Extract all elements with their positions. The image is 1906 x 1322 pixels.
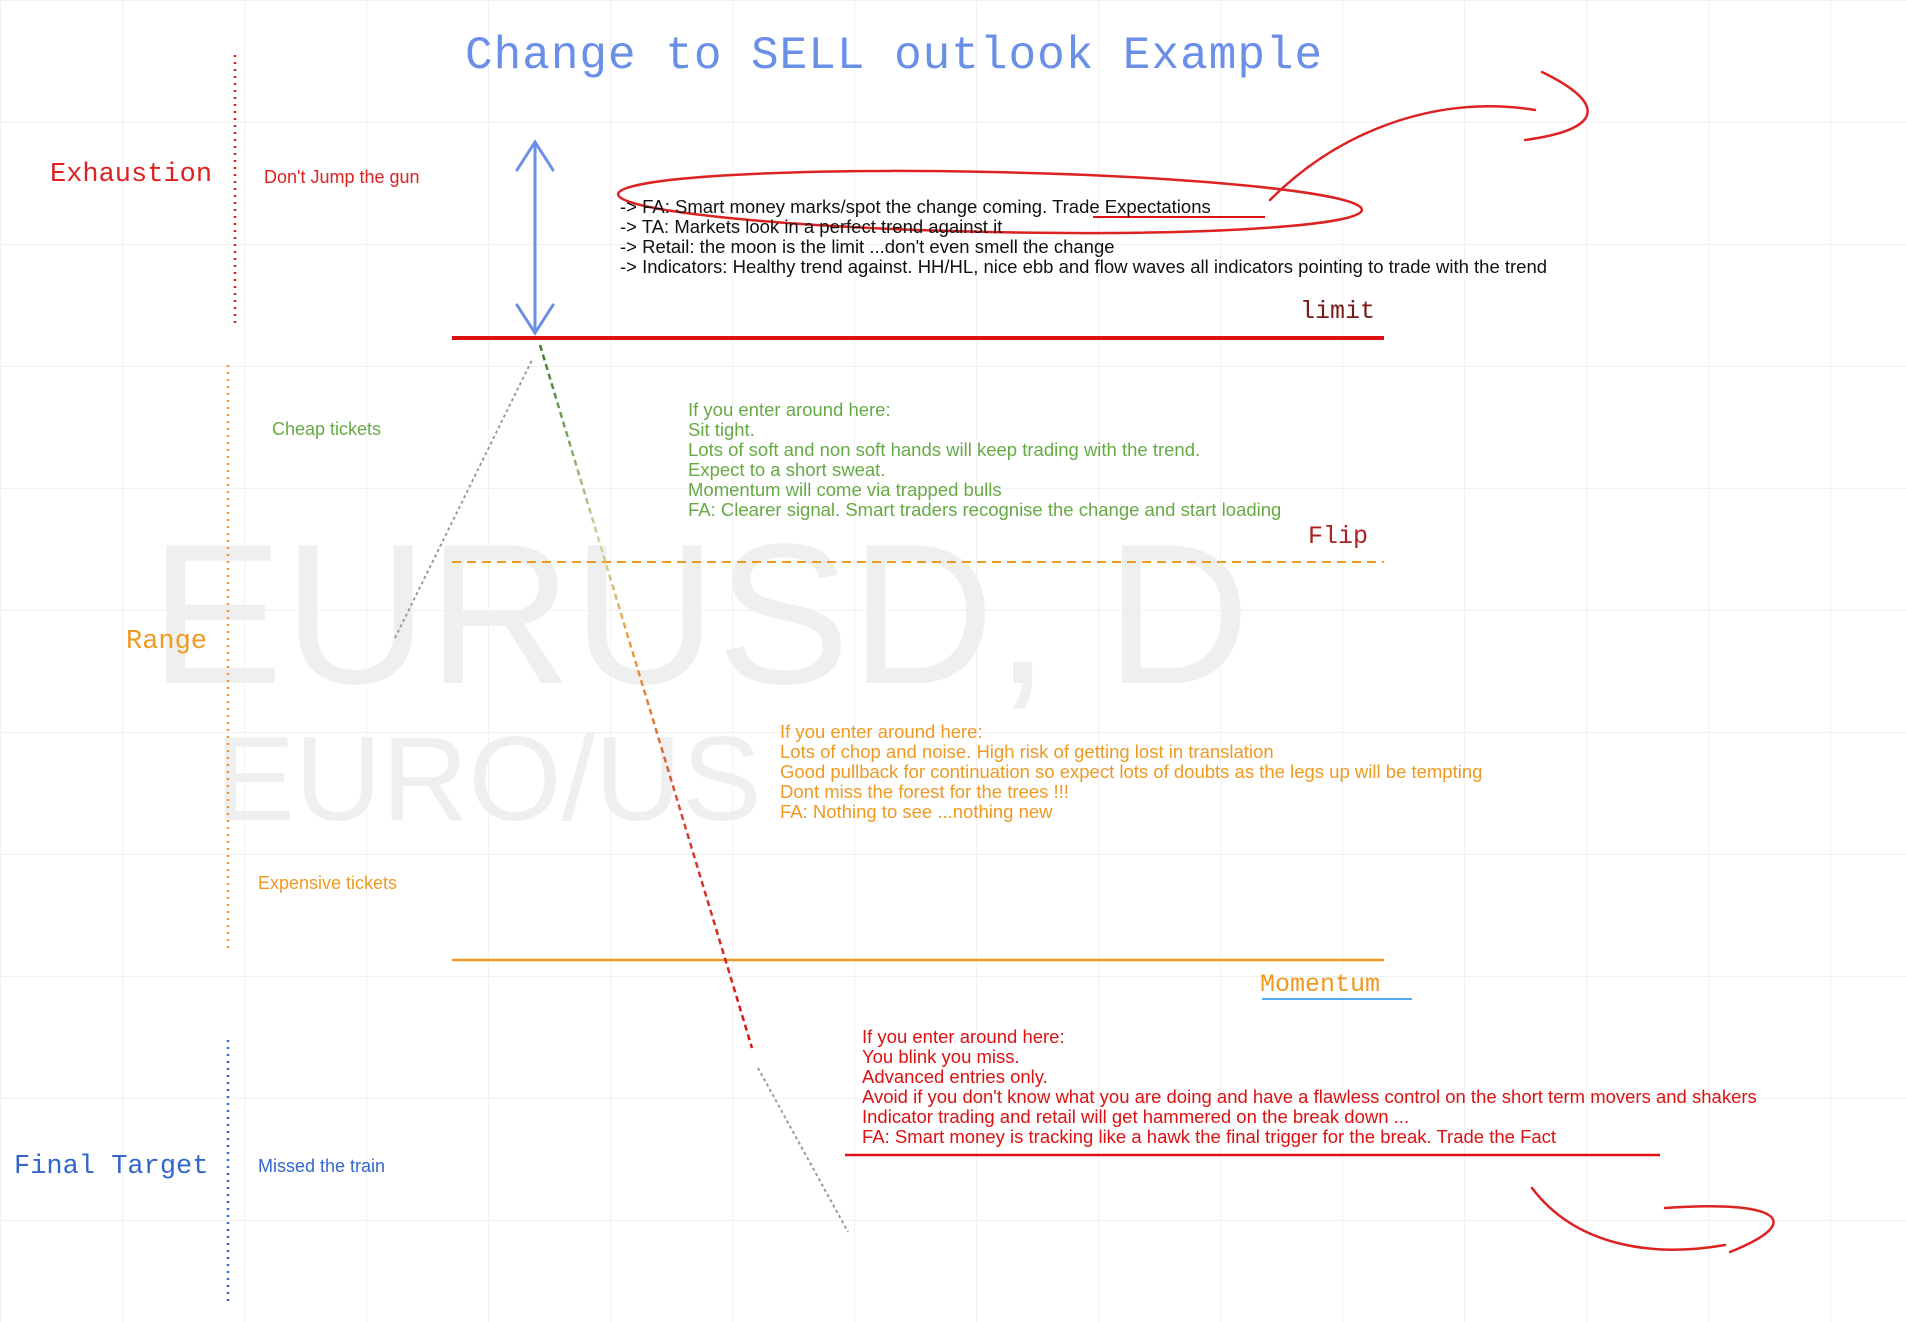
note-line: FA: Clearer signal. Smart traders recogn… bbox=[688, 499, 1282, 520]
zone-label-final-target: Final Target bbox=[14, 1152, 209, 1182]
price-drop-line bbox=[538, 344, 754, 1049]
zone-sublabel-cheap: Cheap tickets bbox=[272, 419, 382, 439]
note-line: Indicator trading and retail will get ha… bbox=[862, 1106, 1410, 1127]
note-line: If you enter around here: bbox=[780, 721, 983, 742]
level-label-limit: limit bbox=[1300, 297, 1376, 326]
curved-arrow-top-icon bbox=[1268, 70, 1589, 202]
zone-label-exhaustion: Exhaustion bbox=[50, 160, 213, 190]
zone-label-range: Range bbox=[126, 627, 208, 657]
page-title: Change to SELL outlook Example bbox=[465, 30, 1324, 82]
note-line: Lots of chop and noise. High risk of get… bbox=[780, 741, 1274, 762]
notes-final: If you enter around here: You blink you … bbox=[862, 1027, 1757, 1147]
zone-sublabel-expensive: Expensive tickets bbox=[258, 873, 398, 893]
note-line: Sit tight. bbox=[688, 419, 755, 440]
note-line: -> FA: Smart money marks/spot the change… bbox=[620, 196, 1211, 217]
notes-range: If you enter around here: Lots of chop a… bbox=[780, 722, 1482, 822]
note-line: Lots of soft and non soft hands will kee… bbox=[688, 439, 1201, 460]
note-line: -> Indicators: Healthy trend against. HH… bbox=[620, 256, 1548, 277]
note-line: You blink you miss. bbox=[862, 1046, 1020, 1067]
zone-sublabel-exhaustion: Don't Jump the gun bbox=[264, 167, 420, 187]
curved-arrow-bottom-icon bbox=[1530, 1186, 1775, 1254]
note-line: If you enter around here: bbox=[862, 1026, 1065, 1047]
note-line: -> TA: Markets look in a perfect trend a… bbox=[620, 216, 1003, 237]
note-line: Dont miss the forest for the trees !!! bbox=[780, 781, 1069, 802]
note-line: Advanced entries only. bbox=[862, 1066, 1048, 1087]
notes-cheap: If you enter around here: Sit tight. Lot… bbox=[688, 400, 1281, 520]
note-line: Momentum will come via trapped bulls bbox=[688, 479, 1002, 500]
note-line: -> Retail: the moon is the limit ...don'… bbox=[620, 236, 1115, 257]
price-rise-line bbox=[394, 359, 533, 639]
double-arrow-icon bbox=[515, 139, 555, 336]
level-label-flip: Flip bbox=[1308, 522, 1369, 551]
level-label-momentum: Momentum bbox=[1260, 970, 1381, 999]
note-line: FA: Nothing to see ...nothing new bbox=[780, 801, 1053, 822]
zone-sublabel-final-target: Missed the train bbox=[258, 1156, 386, 1176]
note-line: FA: Smart money is tracking like a hawk … bbox=[862, 1126, 1557, 1147]
fa-highlight-ellipse bbox=[616, 169, 1364, 235]
note-line: Expect to a short sweat. bbox=[688, 459, 886, 480]
notes-exhaustion: -> FA: Smart money marks/spot the change… bbox=[620, 197, 1547, 277]
note-line: Good pullback for continuation so expect… bbox=[780, 761, 1483, 782]
note-line: If you enter around here: bbox=[688, 399, 891, 420]
note-line: Avoid if you don't know what you are doi… bbox=[862, 1086, 1757, 1107]
price-continuation-line bbox=[757, 1067, 849, 1233]
